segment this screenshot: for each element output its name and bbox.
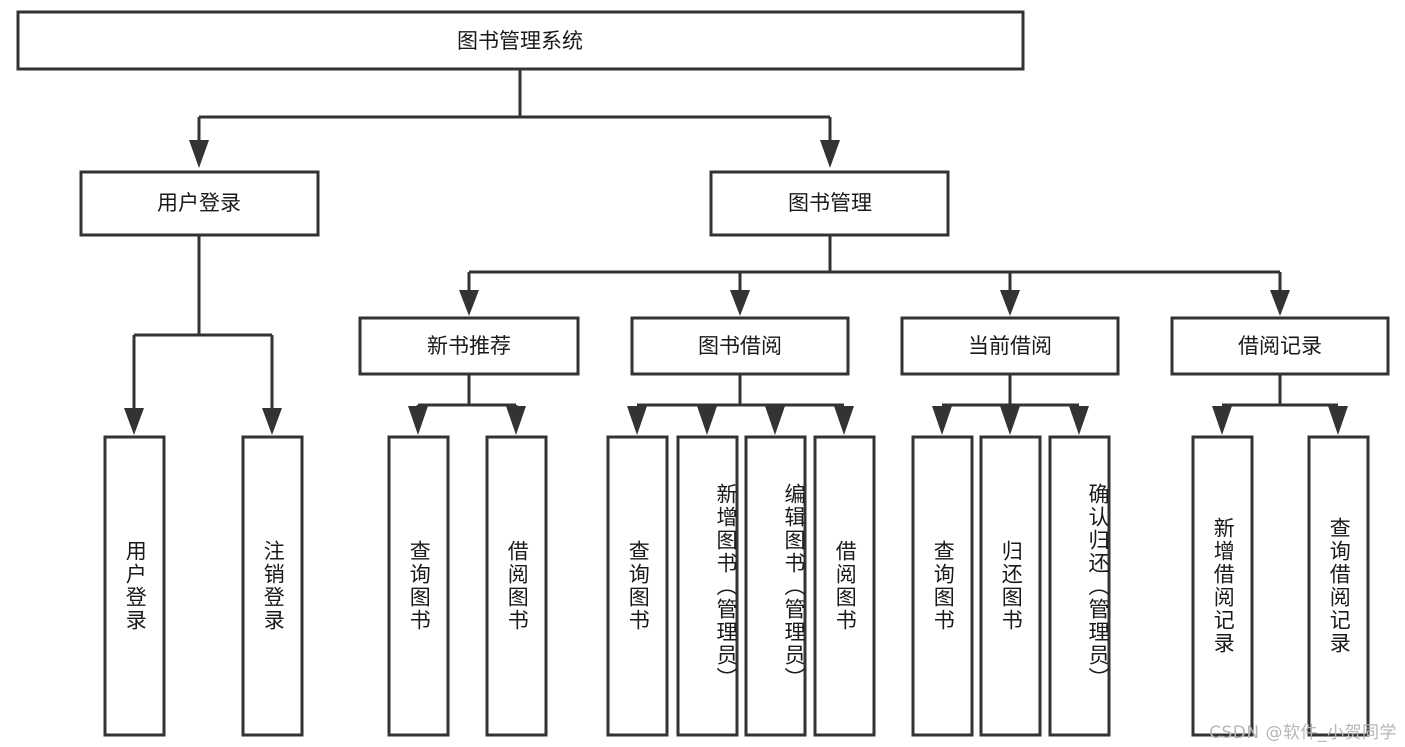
leaf-query-book-bb-box[interactable] [606,435,669,737]
node-current-borrow-label: 当前借阅 [968,334,1052,358]
arrowhead-newbook-leaf1 [408,406,428,435]
node-book-management-label: 图书管理 [788,191,872,215]
arrowhead-leaf-user-login [124,408,144,435]
arrowhead-bookborrow-leaf1 [627,406,647,435]
arrowhead-book-mgmt [820,140,840,168]
node-new-book-recommend-box[interactable] [358,316,580,376]
leaf-add-book-admin-box[interactable] [676,435,739,737]
leaf-logout-box[interactable] [241,435,304,737]
arrowhead-book-borrow [730,290,750,316]
node-current-borrow-box[interactable] [900,316,1120,376]
leaf-edit-book-admin-box[interactable] [744,435,807,737]
arrowhead-user-login [189,140,209,168]
arrowhead-bookborrow-leaf4 [834,406,854,435]
node-book-management-box[interactable] [709,170,950,237]
node-book-borrow-label: 图书借阅 [698,334,782,358]
arrowhead-current-borrow [1000,290,1020,316]
arrowhead-new-book [459,290,479,316]
arrowhead-bookborrow-leaf2 [697,406,717,435]
leaf-user-login-box[interactable] [103,435,166,737]
arrowhead-borrowrecord-leaf1 [1212,406,1232,435]
node-root-label: 图书管理系统 [457,29,583,53]
node-layer: 图书管理系统 用户登录 图书管理 新书推荐 图书借阅 当前借阅 借阅记录 [16,10,1390,737]
arrowhead-currentborrow-leaf3 [1069,406,1089,435]
connector-layer [124,69,1348,435]
arrowhead-leaf-logout [262,408,282,435]
arrowhead-currentborrow-leaf1 [932,406,952,435]
node-root-box[interactable] [16,10,1025,71]
leaf-query-book-nb-box[interactable] [387,435,450,737]
node-borrow-record-label: 借阅记录 [1238,334,1322,358]
node-book-borrow-box[interactable] [630,316,850,376]
leaf-confirm-return-admin-box[interactable] [1048,435,1111,737]
node-new-book-recommend-label: 新书推荐 [427,334,511,358]
leaf-return-book-box[interactable] [979,435,1042,737]
leaf-add-borrow-record-box[interactable] [1191,435,1254,737]
node-borrow-record-box[interactable] [1170,316,1390,376]
node-user-login-label: 用户登录 [157,191,241,215]
csdn-watermark: CSDN @软件_小贺同学 [1209,723,1397,743]
arrowhead-currentborrow-leaf2 [1000,406,1020,435]
arrowhead-bookborrow-leaf3 [765,406,785,435]
node-user-login-box[interactable] [79,170,320,237]
arrowhead-borrow-record [1270,290,1290,316]
leaf-borrow-book-bb-box[interactable] [813,435,876,737]
arrowhead-borrowrecord-leaf2 [1328,406,1348,435]
leaf-query-book-cb-box[interactable] [911,435,974,737]
leaf-borrow-book-nb-box[interactable] [485,435,548,737]
leaf-query-borrow-record-box[interactable] [1307,435,1370,737]
arrowhead-newbook-leaf2 [506,406,526,435]
